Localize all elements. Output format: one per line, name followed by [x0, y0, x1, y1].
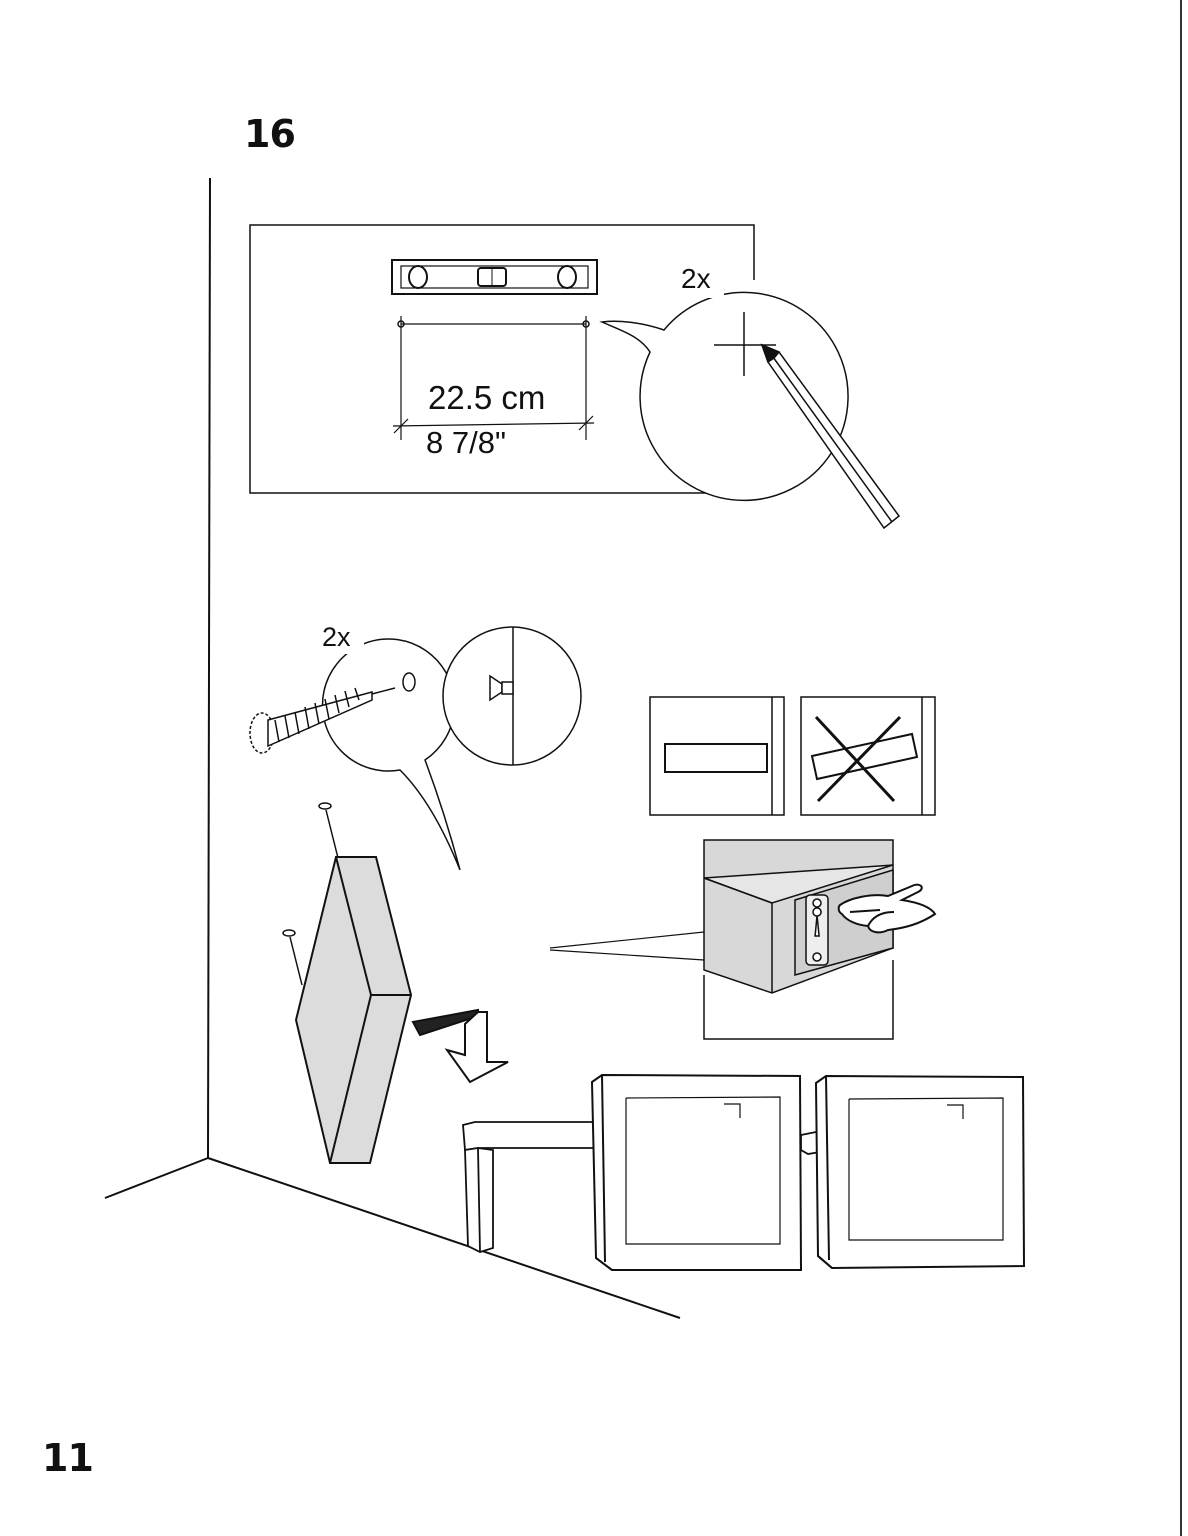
dimension-lines: [392, 316, 595, 440]
wall-corner: [104, 177, 681, 1319]
pointing-hand-icon: [837, 883, 937, 934]
page-number: 11: [42, 1436, 94, 1480]
pencil-icon: [760, 343, 901, 530]
correct-level-icon: [649, 696, 785, 816]
bracket-detail-zoom: [549, 839, 894, 1040]
wall-hole-icon: [402, 672, 416, 692]
screw-side-view-bubble: [442, 626, 582, 766]
mounting-screw-top: [318, 802, 339, 859]
cube-unit-left: [590, 1073, 803, 1271]
shelf-panel: [294, 856, 413, 1164]
incorrect-level-icon: [800, 696, 936, 816]
cube-unit-right: [814, 1074, 1026, 1270]
page-edge-line: [1180, 0, 1182, 1536]
drill-mark-right: [582, 320, 590, 328]
screw-callout-bubble: [321, 638, 461, 871]
screw-icon: [249, 687, 396, 754]
mount-arrow-icon: [411, 1008, 509, 1084]
screw-quantity-label: 2x: [322, 622, 351, 652]
crosshair-mark-icon: [714, 312, 776, 376]
measure-metric-label: 22.5 cm: [428, 379, 545, 416]
bench-left: [462, 1121, 606, 1253]
spirit-level-icon: [391, 259, 598, 295]
measure-imperial-label: 8 7/8": [426, 425, 506, 460]
drill-mark-left: [397, 320, 405, 328]
mark-callout-bubble: [599, 291, 849, 502]
step-number: 16: [244, 112, 296, 156]
mounting-screw-left: [282, 929, 303, 986]
mark-quantity-label: 2x: [681, 263, 711, 294]
